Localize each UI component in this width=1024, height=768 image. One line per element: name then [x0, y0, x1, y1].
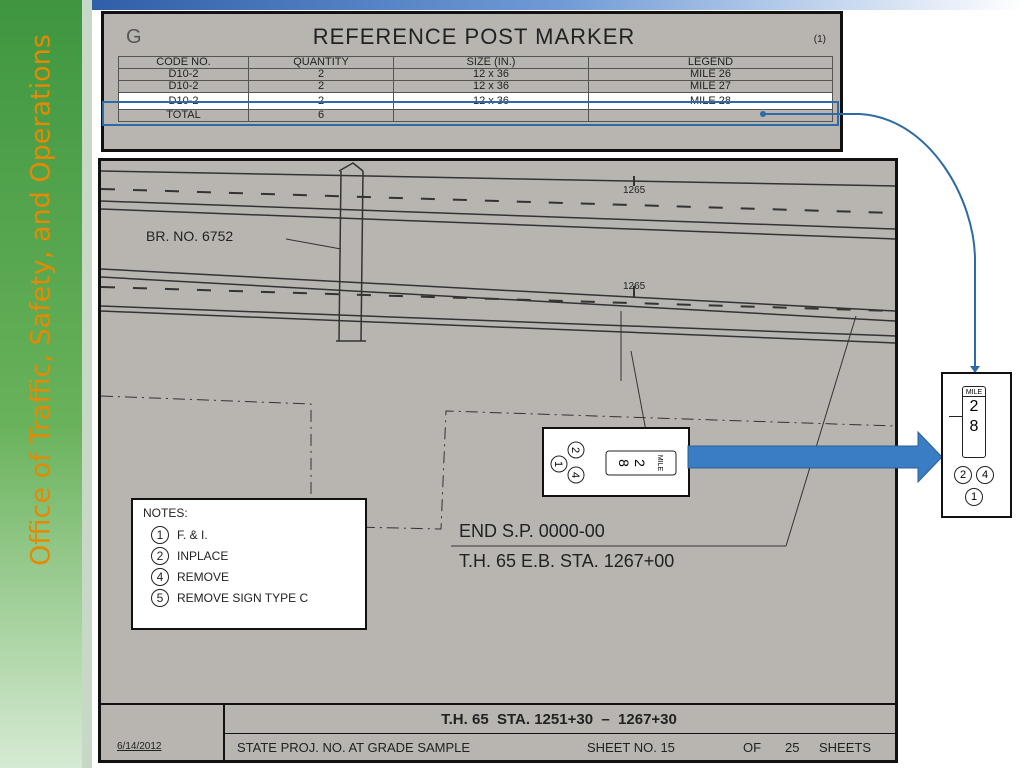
callout-circle-num: 1: [552, 461, 564, 467]
note-text: INPLACE: [177, 549, 229, 563]
table-row: TOTAL 6: [118, 109, 833, 122]
header-cell: LEGEND: [588, 56, 833, 69]
note-text: REMOVE: [177, 570, 230, 584]
table-cell: TOTAL: [118, 109, 249, 122]
callout-digit: 2: [632, 459, 648, 467]
notes-title: NOTES:: [143, 506, 188, 520]
table-cell: 12 x 36: [393, 80, 589, 93]
table-cell: MILE 28: [588, 92, 833, 110]
title-block-midline: [223, 733, 895, 734]
table-row: D10-2 2 12 x 36 MILE 27: [118, 80, 833, 93]
table-title: REFERENCE POST MARKER: [312, 24, 636, 49]
marker-digit: 8: [969, 418, 979, 435]
table-corner-letter: G: [126, 26, 142, 48]
sidebar-edge: [82, 0, 92, 768]
end-project-label: END S.P. 0000-00: [459, 521, 605, 541]
table-cell: 2: [248, 68, 394, 81]
marker-note-circle: 1: [965, 488, 983, 506]
sheet-number: SHEET NO. 15: [587, 740, 675, 755]
sign-callout-graphic: 1 2 4 2 8 MILE: [550, 441, 677, 484]
table-cell: 6: [248, 109, 394, 122]
callout-digit: 8: [616, 459, 632, 467]
note-number: 2: [151, 547, 169, 565]
note-item: 1 F. & I.: [151, 526, 355, 544]
sheet-total: 25: [785, 740, 800, 755]
table-cell: 2: [248, 92, 394, 110]
table-row-highlighted: D10-2 2 12 x 36 MILE 28: [118, 92, 833, 110]
callout-circle-num: 2: [569, 447, 581, 453]
table-cell: D10-2: [118, 92, 249, 110]
table-cell: D10-2: [118, 68, 249, 81]
reference-post-marker-table: G REFERENCE POST MARKER (1) CODE NO. QUA…: [101, 11, 843, 152]
marker-digit: 2: [969, 398, 979, 415]
sign-callout: 1 2 4 2 8 MILE: [542, 427, 690, 497]
note-number: 4: [151, 568, 169, 586]
marker-sign: MILE 2 8: [962, 386, 986, 458]
table-cell: 12 x 36: [393, 92, 589, 110]
note-number: 5: [151, 589, 169, 607]
sidebar-title: Office of Traffic, Safety, and Operation…: [25, 34, 57, 566]
table-cell: [588, 109, 833, 122]
notes-box: NOTES: 1 F. & I. 2 INPLACE 4 REMOVE 5 REMOVE…: [131, 498, 367, 630]
note-text: REMOVE SIGN TYPE C: [177, 591, 309, 605]
plan-linework: [101, 162, 895, 547]
note-number: 1: [151, 526, 169, 544]
sheets-label: SHEETS: [819, 740, 872, 755]
header-cell: SIZE (IN.): [393, 56, 589, 69]
sheet-of: OF: [743, 740, 762, 755]
title-block: T.H. 65 STA. 1251+30 – 1267+30 6/14/2012…: [101, 703, 895, 762]
table-header-row: CODE NO. QUANTITY SIZE (IN.) LEGEND: [118, 56, 833, 69]
station-label: 1265: [623, 281, 646, 292]
bridge-label: BR. NO. 6752: [146, 228, 234, 244]
header-cell: QUANTITY: [248, 56, 394, 69]
table-cell: D10-2: [118, 80, 249, 93]
table-cell: MILE 27: [588, 80, 833, 93]
table-cell: 2: [248, 80, 394, 93]
note-item: 2 INPLACE: [151, 547, 355, 565]
table-cell: [393, 109, 589, 122]
note-text: F. & I.: [177, 528, 208, 542]
station-label: 1265: [623, 185, 646, 196]
marker-note-circle: 4: [976, 466, 994, 484]
table-cell: MILE 26: [588, 68, 833, 81]
state-proj-no: STATE PROJ. NO. AT GRADE SAMPLE: [237, 740, 471, 755]
header-cell: CODE NO.: [118, 56, 249, 69]
table-page-ref: (1): [813, 34, 826, 45]
sidebar: Office of Traffic, Safety, and Operation…: [0, 0, 82, 768]
station-range: T.H. 65 STA. 1251+30 – 1267+30: [441, 711, 677, 728]
marker-mile-label: MILE: [963, 389, 985, 397]
note-item: 4 REMOVE: [151, 568, 355, 586]
callout-mile-label: MILE: [656, 455, 663, 472]
plan-sheet: BR. NO. 6752 1265 1265 END S.P. 0000-00 …: [98, 158, 898, 763]
marker-leader: [949, 416, 962, 417]
marker-note-circle: 2: [954, 466, 972, 484]
note-item: 5 REMOVE SIGN TYPE C: [151, 589, 355, 607]
sheet-date: 6/14/2012: [117, 741, 162, 752]
top-accent-bar: [92, 0, 1024, 10]
marker-table: CODE NO. QUANTITY SIZE (IN.) LEGEND D10-…: [118, 56, 833, 122]
station-end-label: T.H. 65 E.B. STA. 1267+00: [459, 551, 675, 571]
marker-detail: MILE 2 8 2 4 1: [941, 372, 1012, 518]
callout-circle-num: 4: [569, 472, 581, 478]
table-row: D10-2 2 12 x 36 MILE 26: [118, 68, 833, 81]
table-cell: 12 x 36: [393, 68, 589, 81]
